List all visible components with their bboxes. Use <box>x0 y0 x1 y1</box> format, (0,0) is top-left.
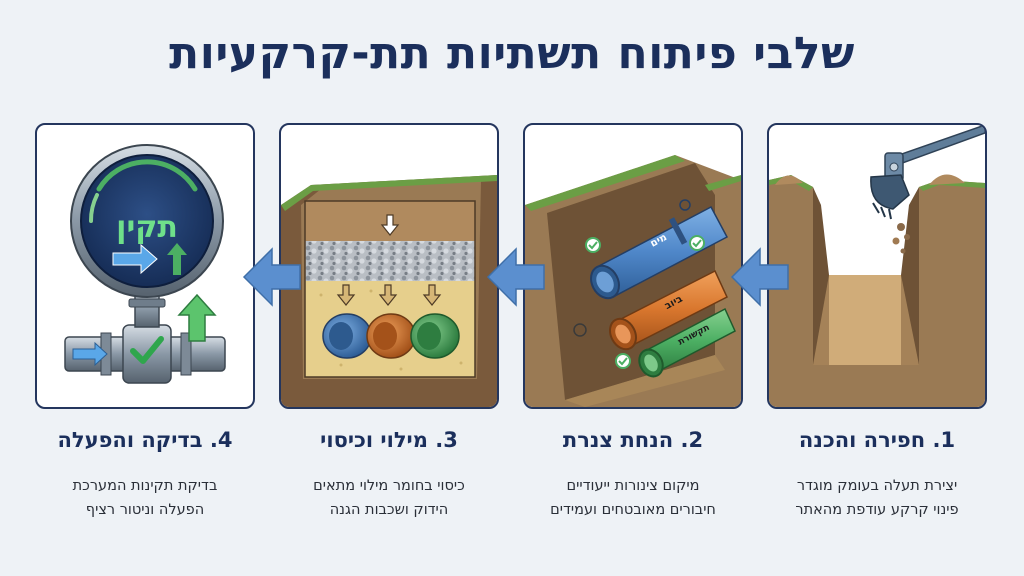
flow-arrow-icon <box>242 245 302 309</box>
step-title-pipe-laying: 2. הנחת צנרת <box>513 428 753 452</box>
water-pipe <box>323 314 371 358</box>
sewer-pipe <box>367 314 415 358</box>
panel-excavation <box>767 123 987 409</box>
excavation-illustration <box>769 125 985 407</box>
step-title-excavation: 1. חפירה והכנה <box>757 428 997 452</box>
flow-arrow-icon <box>730 245 790 309</box>
gauge-icon: תקין <box>71 145 223 297</box>
check-icon <box>690 236 704 250</box>
gauge-status-label: תקין <box>116 210 178 245</box>
flow-arrow-icon <box>486 245 546 309</box>
check-icon <box>616 354 630 368</box>
step-title-testing: 4. בדיקה והפעלה <box>25 428 265 452</box>
telecom-pipe <box>411 314 459 358</box>
panel-backfill <box>279 123 499 409</box>
panel-pipe-laying: מים ביוב תקשורת <box>523 123 743 409</box>
backfill-illustration <box>281 125 497 407</box>
check-icon <box>586 238 600 252</box>
page-title: שלבי פיתוח תשתיות תת-קרקעיות <box>0 28 1024 79</box>
pipe-laying-illustration: מים ביוב תקשורת <box>525 125 741 407</box>
panel-testing: תקין <box>35 123 255 409</box>
step-title-backfill: 3. מילוי וכיסוי <box>269 428 509 452</box>
testing-illustration: תקין <box>37 125 253 407</box>
